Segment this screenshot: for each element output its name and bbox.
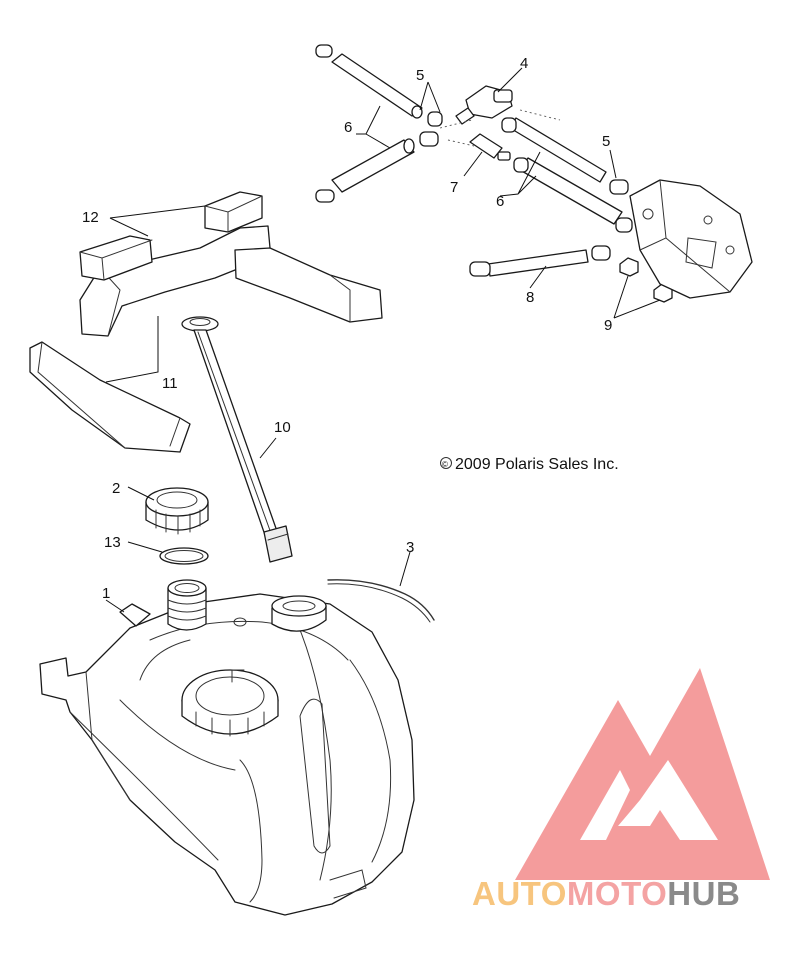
watermark-auto: AUTO: [472, 875, 567, 912]
callout-10: 10: [274, 419, 291, 436]
svg-text:AUTOMOTOHUB: AUTOMOTOHUB: [472, 875, 740, 912]
leader-lines: [105, 67, 661, 613]
vent-valve-4: [455, 85, 513, 125]
hose-6-right: [501, 117, 633, 233]
callout-7: 7: [450, 179, 458, 196]
callout-8: 8: [526, 289, 534, 306]
callout-labels: 12 11 10 2 13 3 1 4 5 6 5 7 6 8 9: [82, 55, 612, 602]
callout-6-right: 6: [496, 193, 504, 210]
callout-9: 9: [604, 317, 612, 334]
canister-bracket: [629, 179, 753, 299]
vent-line-3: [327, 579, 435, 623]
clamp-upper: [315, 44, 443, 203]
fuel-cap-2: [145, 487, 209, 535]
callout-3: 3: [406, 539, 414, 556]
callout-6-upper: 6: [344, 119, 352, 136]
copyright: © 2009 Polaris Sales Inc.: [440, 456, 619, 473]
copyright-symbol: [440, 457, 452, 469]
watermark-text: AUTOMOTOHUB: [472, 875, 740, 912]
callout-4: 4: [520, 55, 528, 72]
fuel-tank-strap-11: [29, 225, 383, 453]
nut-9: [619, 257, 673, 303]
copyright-c: ©: [442, 460, 448, 469]
foam-pad-12: [79, 191, 263, 281]
hose-6-upper: [331, 53, 423, 193]
watermark-moto: MOTO: [567, 875, 667, 912]
fitting-7: [469, 133, 511, 161]
callout-11: 11: [162, 375, 178, 392]
copyright-text: 2009 Polaris Sales Inc.: [455, 456, 619, 473]
watermark-hub: HUB: [667, 875, 740, 912]
callout-12: 12: [82, 209, 99, 226]
fuel-sender-10: [181, 316, 293, 563]
callout-2: 2: [112, 480, 120, 497]
callout-5-right: 5: [602, 133, 610, 150]
callout-13: 13: [104, 534, 121, 551]
watermark-triangle-mark: [515, 668, 770, 880]
routing-dashed-line: [439, 109, 561, 147]
callout-5-upper: 5: [416, 67, 424, 84]
o-ring-13: [159, 547, 209, 565]
watermark-logo: [515, 668, 770, 880]
callout-1: 1: [102, 585, 110, 602]
fuel-tank-1: [39, 579, 415, 916]
hose-8: [469, 245, 611, 277]
